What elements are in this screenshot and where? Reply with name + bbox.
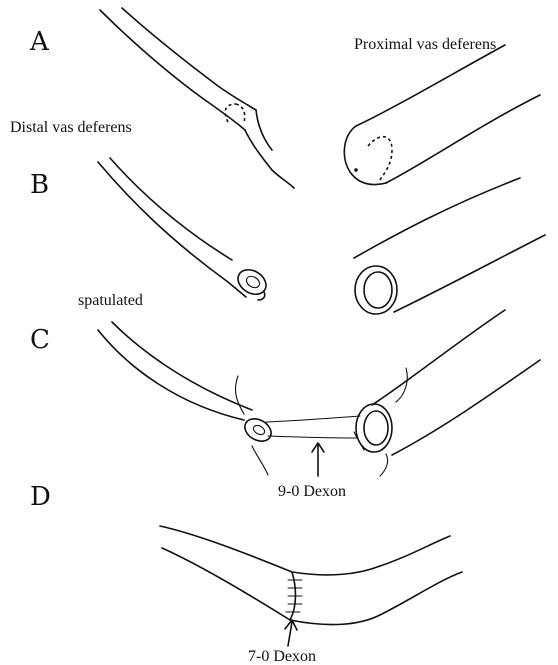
spatulated-label: spatulated — [78, 292, 143, 309]
proximal-vas-c — [354, 310, 540, 476]
panel-b: B spatulated — [30, 158, 545, 314]
proximal-vas-a — [344, 45, 540, 185]
distal-vas-a — [100, 8, 294, 188]
panel-letter-d: D — [30, 482, 51, 512]
stay-sutures — [266, 416, 360, 438]
proximal-vas-b — [354, 178, 545, 314]
distal-vas-b — [98, 158, 271, 300]
distal-label: Distal vas deferens — [10, 119, 132, 136]
suture-7-0-label: 7-0 Dexon — [248, 648, 316, 665]
panel-a: A Distal vas deferens Proximal vas defer… — [10, 8, 540, 188]
panel-letter-b: B — [30, 170, 49, 200]
panel-letter-a: A — [29, 27, 50, 57]
suture-arrow-7-0 — [285, 620, 297, 646]
proximal-label: Proximal vas deferens — [354, 36, 496, 53]
suture-arrow-9-0 — [312, 443, 324, 476]
panel-d: D 7-0 Dexon — [30, 482, 462, 665]
suture-9-0-label: 9-0 Dexon — [278, 483, 346, 500]
panel-letter-c: C — [30, 325, 50, 355]
distal-vas-c — [98, 322, 275, 475]
panel-c: C 9-0 Dexon — [30, 310, 540, 500]
anastomosed-vas-d — [160, 526, 462, 625]
